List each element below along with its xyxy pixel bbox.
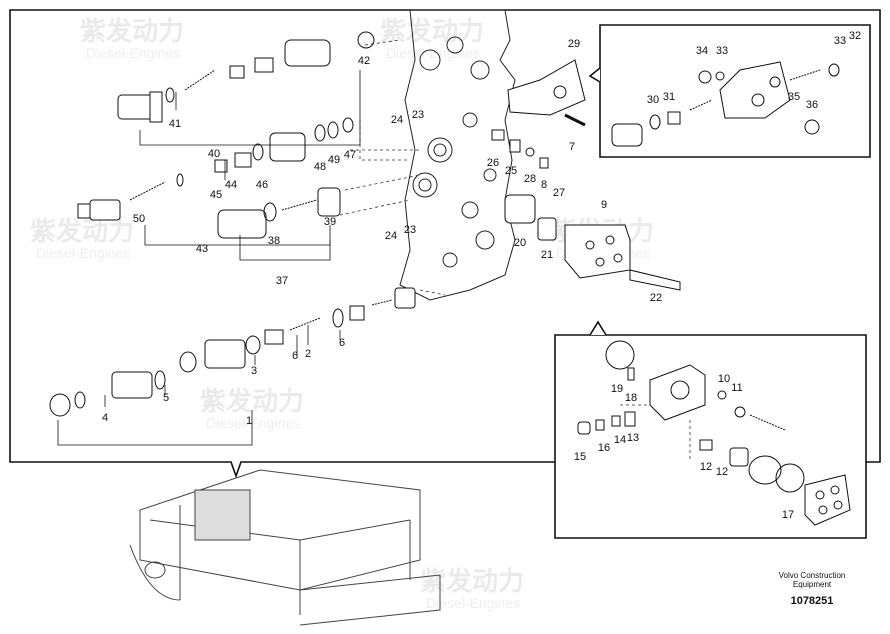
callout: 25	[505, 165, 517, 177]
callout: 30	[647, 94, 659, 106]
inset-pointer-top	[588, 67, 601, 83]
inset-bottom-parts	[577, 340, 851, 526]
caption-block: Volvo Construction Equipment 1078251	[762, 571, 862, 607]
callout: 48	[314, 161, 326, 173]
spool-group-bottom	[49, 287, 416, 417]
callout: 46	[256, 179, 268, 191]
callout: 47	[344, 149, 356, 161]
callout: 32	[849, 30, 861, 42]
caption-line1: Volvo Construction	[778, 571, 846, 580]
callout: 50	[133, 213, 145, 225]
callout: 5	[163, 392, 169, 404]
callout: 12	[716, 466, 728, 478]
callout: 44	[225, 179, 237, 191]
callout: 29	[568, 38, 580, 50]
callout: 20	[514, 237, 526, 249]
callout: 24	[391, 114, 403, 126]
callout: 31	[663, 91, 675, 103]
callout: 15	[574, 451, 586, 463]
callout: 36	[806, 99, 818, 111]
watermark-cn: 紫发动力	[420, 566, 524, 596]
callout: 13	[627, 432, 639, 444]
callout: 34	[696, 45, 708, 57]
machine-frame	[129, 469, 441, 626]
callout: 26	[487, 157, 499, 169]
spool-group-lower	[217, 187, 341, 239]
callout: 38	[268, 235, 280, 247]
callout: 27	[553, 187, 565, 199]
callout: 2	[305, 348, 311, 360]
drawing-number: 1078251	[790, 595, 834, 607]
callout: 22	[650, 292, 662, 304]
callout: 3	[251, 365, 257, 377]
callout: 35	[788, 91, 800, 103]
side-parts	[491, 59, 681, 291]
callout: 6	[292, 350, 298, 362]
watermark-cn: 紫发动力	[30, 216, 134, 246]
spool-group-top	[117, 31, 375, 123]
callout: 28	[524, 173, 536, 185]
callout: 42	[358, 55, 370, 67]
callout: 18	[625, 392, 637, 404]
inset-frame-bottom	[554, 334, 867, 539]
watermark-en: Diesel-Engines	[36, 245, 130, 261]
callout: 33	[834, 35, 846, 47]
callout: 21	[541, 249, 553, 261]
callout-leaders	[57, 70, 361, 446]
callout: 17	[782, 509, 794, 521]
callout: 8	[541, 179, 547, 191]
callout: 1	[246, 415, 252, 427]
callout: 24	[385, 230, 397, 242]
callout: 45	[210, 189, 222, 201]
callout: 41	[169, 118, 181, 130]
callout: 37	[276, 275, 288, 287]
inset-pointer-bottom	[589, 320, 607, 336]
spool-group-middle	[77, 117, 354, 221]
callout: 39	[324, 216, 336, 228]
callout: 49	[328, 154, 340, 166]
callout: 6	[339, 337, 345, 349]
caption-line2: Equipment	[792, 580, 832, 589]
callout: 9	[601, 199, 607, 211]
callout: 16	[598, 442, 610, 454]
inset-top-parts	[611, 61, 840, 147]
callout: 23	[404, 224, 416, 236]
watermark-cn: 紫发动力	[380, 16, 484, 46]
callout: 10	[718, 373, 730, 385]
callout: 33	[716, 45, 728, 57]
callout: 11	[731, 382, 742, 394]
callout: 12	[700, 461, 712, 473]
watermark-en: Diesel-Engines	[206, 415, 300, 431]
watermark-en: Diesel-Engines	[386, 45, 480, 61]
callout: 43	[196, 243, 208, 255]
callout: 14	[614, 434, 626, 446]
main-frame	[9, 9, 881, 479]
callout-labels: 1 2 3 4 5 6 6 7 8 9 10 11 12 12 13 14 15…	[102, 30, 861, 521]
callout: 40	[208, 148, 220, 160]
watermark-en: Diesel-Engines	[86, 45, 180, 61]
callout: 19	[611, 383, 623, 395]
watermark-cn: 紫发动力	[80, 16, 184, 46]
callout: 4	[102, 412, 108, 424]
callout: 7	[569, 141, 575, 153]
callout: 23	[412, 109, 424, 121]
watermark-en: Diesel-Engines	[426, 595, 520, 611]
valve-block	[399, 9, 516, 301]
